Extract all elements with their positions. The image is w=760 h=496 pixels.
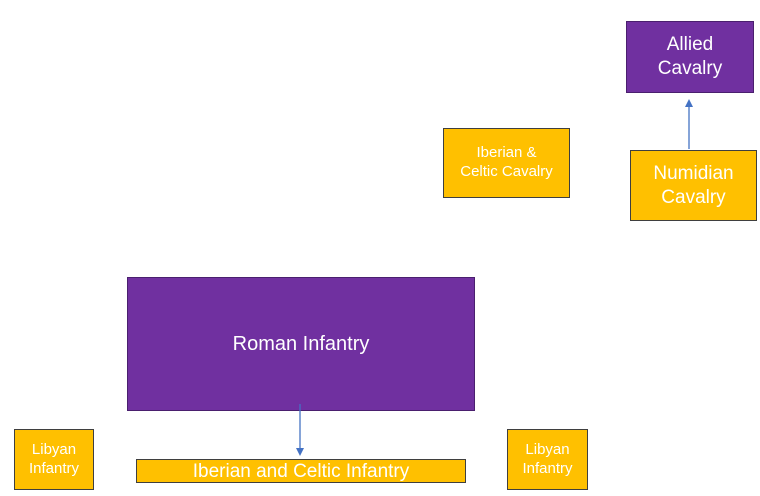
numidian-cavalry-node: Numidian Cavalry	[630, 150, 757, 221]
iberian-celtic-cavalry-label: Iberian & Celtic Cavalry	[460, 144, 553, 180]
allied-cavalry-node: Allied Cavalry	[626, 21, 754, 93]
numidian-cavalry-label: Numidian Cavalry	[653, 162, 734, 208]
roman-infantry-node: Roman Infantry	[127, 277, 475, 411]
libyan-infantry-right-label: Libyan Infantry	[522, 440, 573, 477]
iberian-celtic-infantry-node: Iberian and Celtic Infantry	[136, 459, 466, 483]
iberian-celtic-cavalry-node: Iberian & Celtic Cavalry	[443, 128, 570, 198]
roman-infantry-label: Roman Infantry	[232, 332, 370, 355]
libyan-infantry-left-node: Libyan Infantry	[14, 429, 94, 490]
allied-cavalry-label: Allied Cavalry	[657, 34, 723, 79]
libyan-infantry-right-node: Libyan Infantry	[507, 429, 588, 490]
iberian-celtic-infantry-label: Iberian and Celtic Infantry	[192, 460, 410, 482]
libyan-infantry-left-label: Libyan Infantry	[28, 440, 80, 477]
